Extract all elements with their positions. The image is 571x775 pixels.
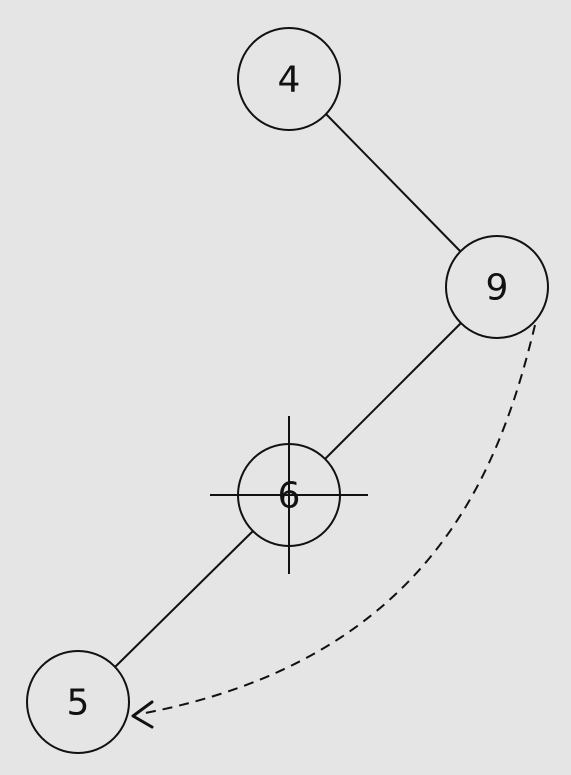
node-9[interactable]: 9 [445, 235, 549, 339]
edge-9-6 [324, 322, 462, 460]
edge-4-9 [324, 112, 462, 253]
edge-6-5 [114, 530, 254, 668]
crosshair-icon [210, 416, 368, 574]
node-4[interactable]: 4 [237, 27, 341, 131]
node-4-label: 4 [278, 60, 301, 101]
node-9-circle [445, 235, 549, 339]
node-5-circle [26, 650, 130, 754]
node-5[interactable]: 5 [26, 650, 130, 754]
node-9-label: 9 [486, 268, 509, 309]
node-6[interactable]: 6 [210, 416, 368, 574]
arrowhead-icon [131, 700, 154, 729]
dashed-arrow-9-5 [139, 324, 536, 715]
node-4-circle [237, 27, 341, 131]
node-5-label: 5 [67, 683, 90, 724]
